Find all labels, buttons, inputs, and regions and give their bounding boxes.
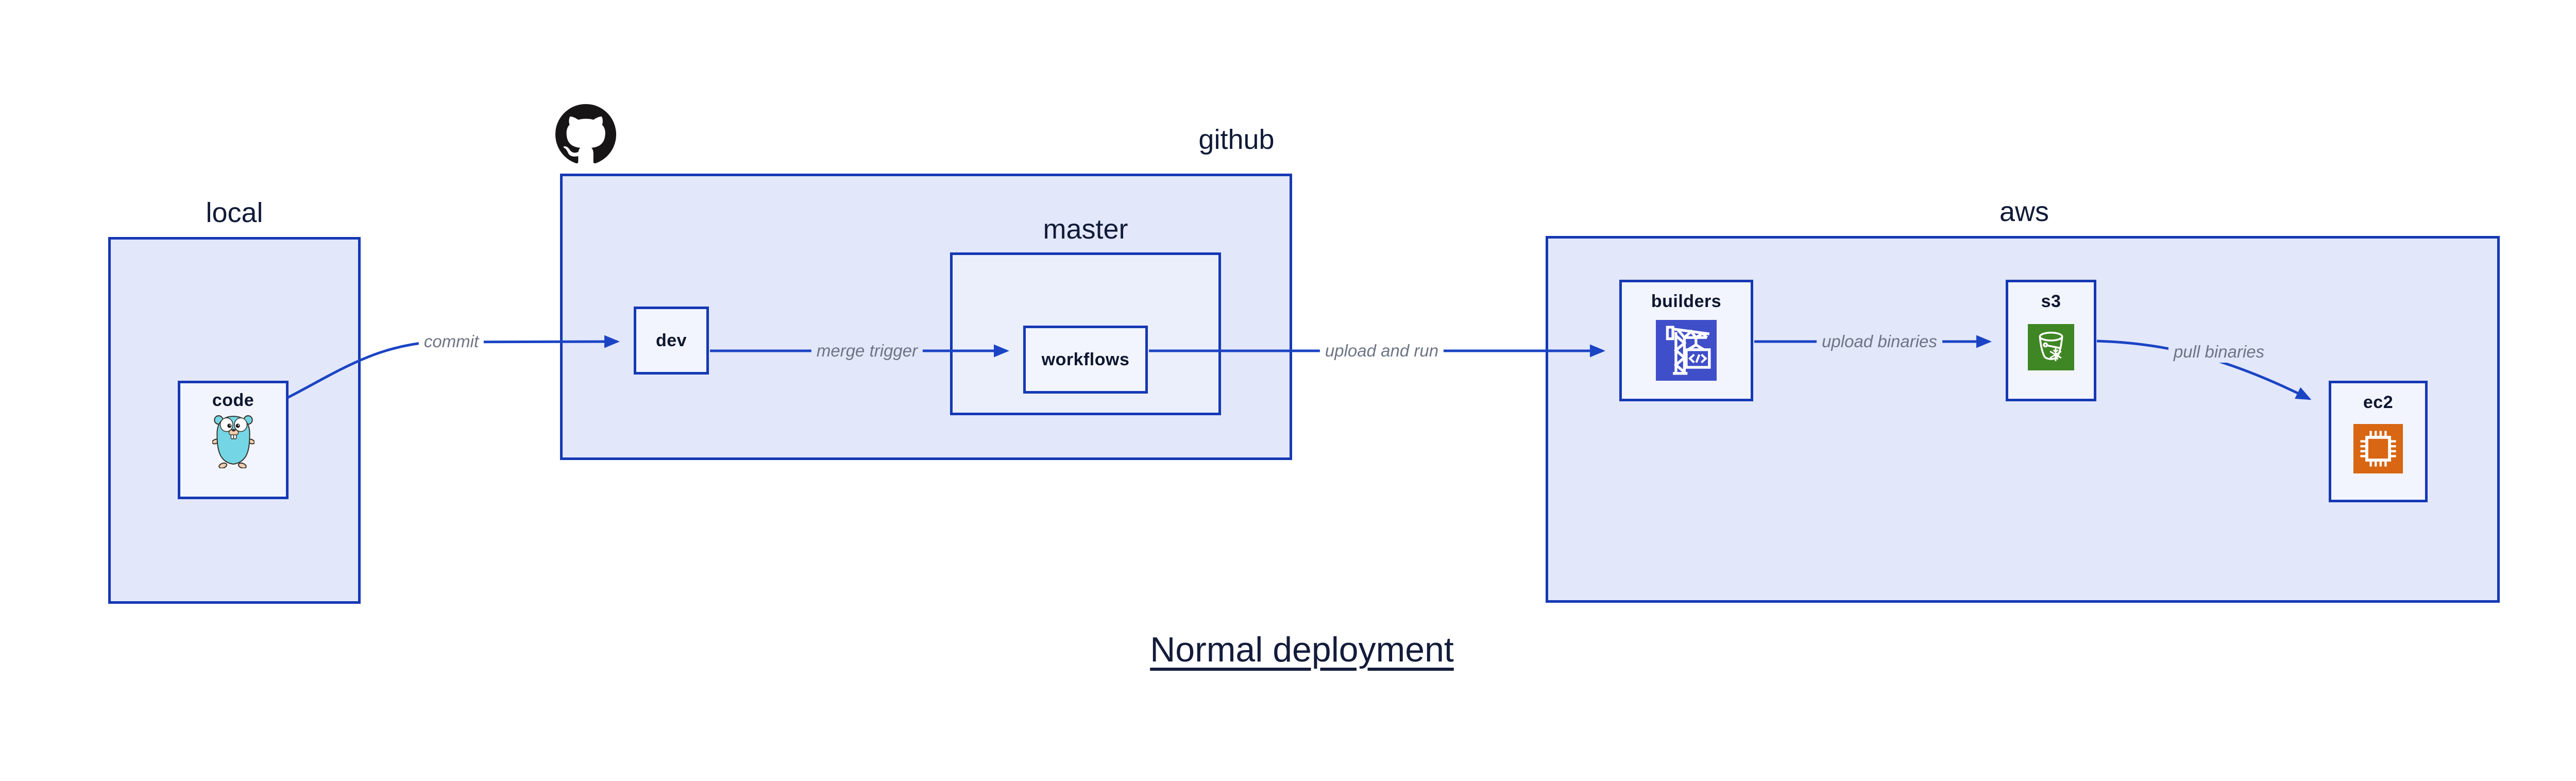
node-workflows-label: workflows <box>1041 349 1130 369</box>
node-workflows: workflows <box>1023 326 1148 394</box>
codebuild-crane-icon <box>1656 320 1717 381</box>
node-ec2-label: ec2 <box>2363 393 2394 412</box>
node-dev-label: dev <box>655 330 687 350</box>
diagram-title: Normal deployment <box>1150 630 1454 669</box>
node-s3: s3 <box>2006 280 2096 401</box>
node-s3-label: s3 <box>2041 292 2061 311</box>
edge-label-merge-trigger: merge trigger <box>811 340 923 362</box>
node-dev: dev <box>634 307 709 375</box>
group-label-master: master <box>1043 214 1128 245</box>
group-label-local: local <box>206 197 263 228</box>
node-code: code <box>178 381 289 499</box>
edge-label-commit: commit <box>418 331 484 352</box>
s3-bucket-snowflake-icon <box>2028 324 2074 370</box>
node-builders-label: builders <box>1651 292 1722 311</box>
edge-label-upload-and-run: upload and run <box>1319 340 1444 362</box>
edge-label-upload-binaries: upload binaries <box>1817 331 1942 352</box>
node-code-label: code <box>212 390 255 410</box>
edge-label-pull-binaries: pull binaries <box>2168 341 2270 363</box>
node-ec2: ec2 <box>2329 381 2428 502</box>
ec2-chip-icon <box>2353 424 2403 473</box>
go-gopher-icon <box>212 415 255 468</box>
node-builders: builders <box>1619 280 1753 401</box>
group-label-github: github <box>1198 124 1275 155</box>
github-octocat-icon <box>555 104 616 164</box>
group-label-aws: aws <box>1999 196 2049 227</box>
